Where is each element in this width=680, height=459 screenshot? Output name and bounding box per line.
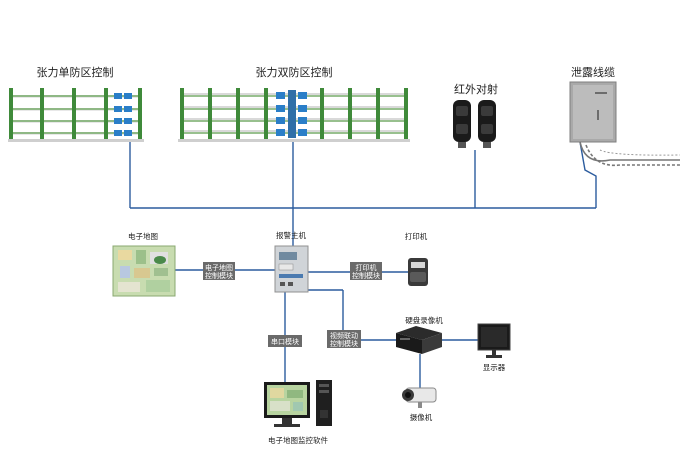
leaky-cable-label: 泄露线缆 (571, 65, 615, 79)
printer-label: 打印机 (405, 231, 428, 241)
leaky-cable-drop (579, 141, 597, 208)
camera-icon (402, 387, 437, 408)
single-zone-label: 张力单防区控制 (37, 65, 114, 79)
printer-icon (408, 258, 428, 286)
svg-text:串口模块: 串口模块 (271, 337, 299, 346)
svg-text:电子地图: 电子地图 (205, 263, 233, 272)
single-zone-fence (8, 88, 144, 142)
monitor-icon (477, 323, 511, 358)
infrared-beam-icon (453, 100, 496, 148)
alarm-host-label: 报警主机 (276, 230, 306, 240)
svg-text:打印机: 打印机 (356, 263, 377, 272)
print-control-module: 打印机 控制模块 (350, 262, 382, 280)
svg-text:控制模块: 控制模块 (205, 271, 233, 280)
leaky-cable-icon (569, 81, 680, 167)
video-link-module: 视频联动 控制模块 (327, 330, 361, 348)
svg-text:控制模块: 控制模块 (330, 339, 358, 348)
alarm-host-icon (274, 245, 309, 293)
camera-label: 摄像机 (410, 412, 433, 422)
dual-zone-fence (178, 88, 410, 142)
svg-text:视频联动: 视频联动 (330, 331, 358, 340)
dvr-icon (396, 326, 442, 354)
computer-icon (264, 380, 332, 427)
dual-zone-label: 张力双防区控制 (256, 65, 333, 79)
e-map-software-label: 电子地图监控软件 (268, 435, 328, 445)
emap-control-module: 电子地图 控制模块 (203, 262, 235, 280)
dvr-label: 硬盘录像机 (405, 315, 443, 325)
infrared-label: 红外对射 (454, 82, 498, 96)
monitor-label: 显示器 (483, 363, 506, 372)
e-map-icon (112, 245, 176, 297)
serial-module: 串口模块 (268, 335, 302, 347)
e-map-label: 电子地图 (128, 231, 158, 241)
svg-text:控制模块: 控制模块 (352, 271, 380, 280)
